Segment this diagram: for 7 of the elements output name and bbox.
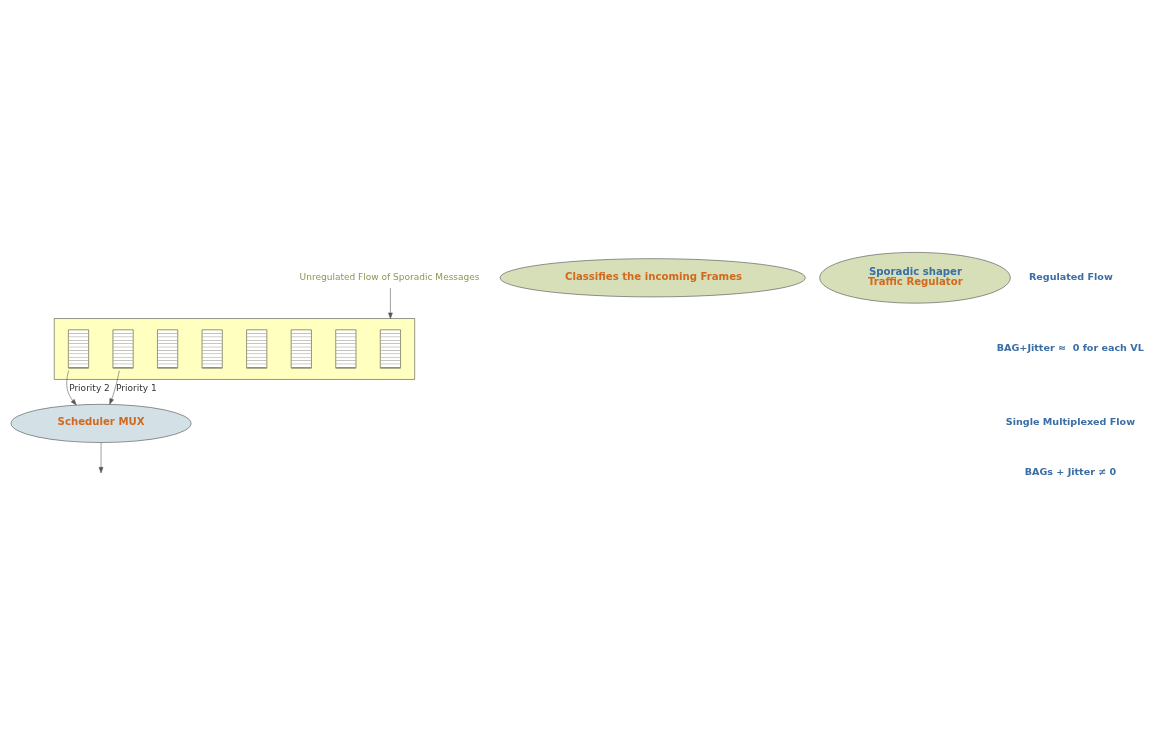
- label: BAG+Jitter ≈ 0 for each VL: [996, 341, 1144, 353]
- edge-label: Priority 2: [69, 382, 110, 393]
- label: BAGs + Jitter ≠ 0: [1024, 465, 1117, 477]
- label: Single Multiplexed Flow: [1005, 415, 1136, 427]
- label: Regulated Flow: [1028, 270, 1113, 282]
- edge-label: Priority 1: [115, 382, 157, 393]
- node-text: Unregulated Flow of Sporadic Messages: [299, 271, 480, 282]
